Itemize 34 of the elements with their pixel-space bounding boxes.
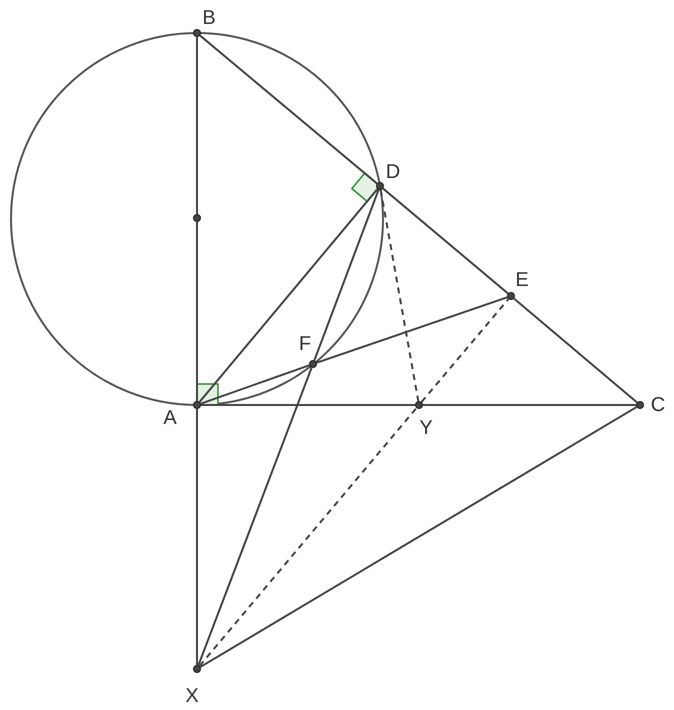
point-label: Y	[419, 418, 433, 438]
line-segment	[198, 188, 378, 403]
point	[415, 401, 423, 409]
line-segment	[316, 296, 508, 364]
point	[376, 182, 384, 190]
line-segment	[199, 34, 378, 184]
line-segment	[196, 409, 198, 665]
point	[193, 29, 201, 37]
line-segment	[513, 298, 638, 404]
line-segment	[423, 404, 636, 406]
dashed-line	[198, 407, 418, 667]
point	[193, 401, 201, 409]
point-label: C	[650, 395, 666, 415]
point-label: X	[185, 686, 199, 706]
point-label: B	[202, 8, 216, 28]
dashed-line	[420, 298, 510, 403]
point	[636, 401, 644, 409]
line-segment	[200, 406, 638, 668]
point-label: A	[163, 408, 177, 428]
line-segment	[200, 364, 310, 405]
dashed-line	[380, 190, 420, 402]
point	[193, 665, 201, 673]
point	[507, 292, 515, 300]
point	[193, 214, 201, 222]
line-segment	[313, 189, 380, 361]
line-segment	[196, 222, 198, 401]
point-label: F	[298, 334, 312, 354]
line-segment	[197, 367, 313, 666]
line-segment	[196, 37, 198, 214]
line-segment	[382, 188, 509, 294]
line-segment	[201, 404, 415, 406]
point-label: E	[515, 270, 529, 290]
point	[309, 360, 317, 368]
point-label: D	[386, 162, 400, 182]
